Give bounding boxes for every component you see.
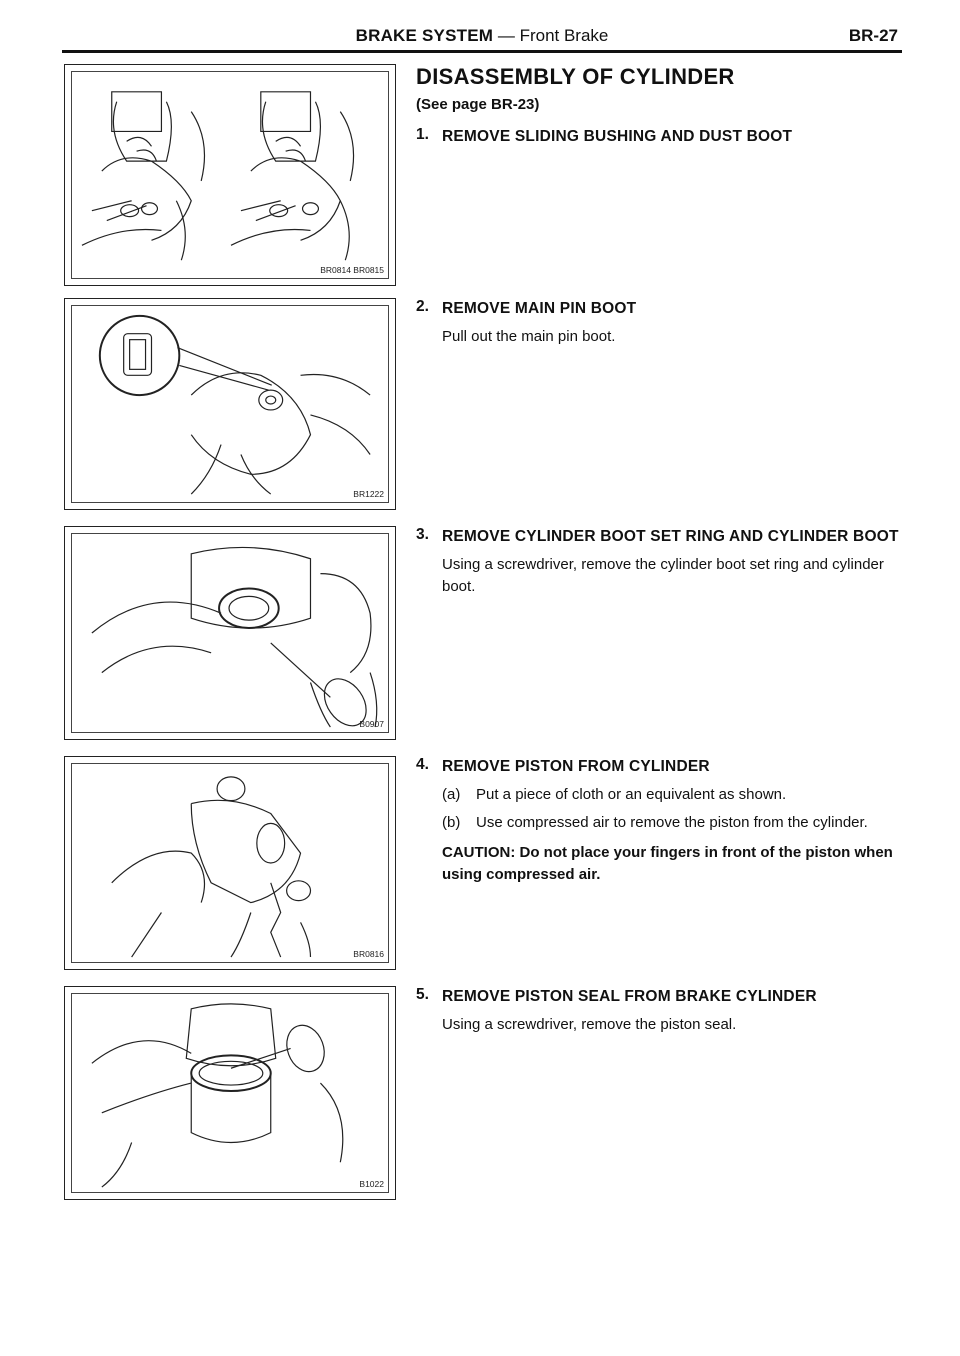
figure-remove-piston: BR0816 bbox=[64, 756, 396, 970]
step-heading: REMOVE PISTON SEAL FROM BRAKE CYLINDER bbox=[442, 988, 817, 1005]
header-rule bbox=[62, 50, 902, 53]
sub-step-b: (b) Use compressed air to remove the pis… bbox=[442, 812, 904, 834]
main-pin-illustration bbox=[98, 314, 371, 495]
figure-cylinder-boot: B0907 bbox=[64, 526, 396, 740]
step-body: Using a screwdriver, remove the piston s… bbox=[442, 1016, 737, 1033]
header-subsection: Front Brake bbox=[519, 26, 609, 45]
figure-code: BR0814 BR0815 bbox=[320, 265, 384, 275]
figure-code: B1022 bbox=[359, 1179, 384, 1189]
figure-frame: B0907 bbox=[71, 533, 389, 733]
step-heading: REMOVE CYLINDER BOOT SET RING AND CYLIND… bbox=[442, 528, 899, 545]
figure-frame: BR0814 BR0815 bbox=[71, 71, 389, 279]
caution-label: CAUTION: bbox=[442, 844, 516, 861]
step-heading: REMOVE MAIN PIN BOOT bbox=[442, 300, 637, 317]
step-4: 4. REMOVE PISTON FROM CYLINDER (a) Put a… bbox=[416, 756, 904, 886]
step-1: 1. REMOVE SLIDING BUSHING AND DUST BOOT bbox=[416, 126, 904, 148]
page-number: BR-27 bbox=[848, 26, 898, 45]
sub-step-text: Use compressed air to remove the piston … bbox=[476, 814, 868, 831]
figure-code: BR0816 bbox=[353, 949, 384, 959]
section-title: DISASSEMBLY OF CYLINDER bbox=[416, 64, 735, 89]
piston-illustration bbox=[111, 776, 312, 958]
step-number: 2. bbox=[416, 298, 429, 315]
figure-code: BR1222 bbox=[353, 489, 384, 499]
caution-text: Do not place your fingers in front of th… bbox=[442, 844, 893, 883]
step-5: 5. REMOVE PISTON SEAL FROM BRAKE CYLINDE… bbox=[416, 986, 904, 1036]
step-heading: REMOVE SLIDING BUSHING AND DUST BOOT bbox=[442, 128, 793, 145]
figure-frame: BR1222 bbox=[71, 305, 389, 503]
sub-step-text: Put a piece of cloth or an equivalent as… bbox=[476, 786, 787, 803]
figure-frame: BR0816 bbox=[71, 763, 389, 963]
piston-seal-illustration bbox=[91, 1003, 344, 1188]
header-section: BRAKE SYSTEM bbox=[355, 26, 494, 45]
step-number: 1. bbox=[416, 126, 429, 143]
step-number: 4. bbox=[416, 756, 429, 773]
header-title: BRAKE SYSTEM — Front Brake bbox=[62, 26, 902, 46]
figure-frame: B1022 bbox=[71, 993, 389, 1193]
page-reference: (See page BR-23) bbox=[416, 96, 540, 113]
sub-step-label: (a) bbox=[442, 786, 461, 803]
figure-piston-seal: B1022 bbox=[64, 986, 396, 1200]
step-body: Pull out the main pin boot. bbox=[442, 328, 616, 345]
step-2: 2. REMOVE MAIN PIN BOOT Pull out the mai… bbox=[416, 298, 904, 348]
step-number: 5. bbox=[416, 986, 429, 1003]
figure-main-pin-boot: BR1222 bbox=[64, 298, 396, 510]
caution-note: CAUTION: Do not place your fingers in fr… bbox=[442, 842, 904, 886]
figure-code: B0907 bbox=[359, 719, 384, 729]
sub-step-a: (a) Put a piece of cloth or an equivalen… bbox=[442, 784, 904, 806]
step-heading: REMOVE PISTON FROM CYLINDER bbox=[442, 758, 710, 775]
step-3: 3. REMOVE CYLINDER BOOT SET RING AND CYL… bbox=[416, 526, 904, 598]
step-number: 3. bbox=[416, 526, 429, 543]
step-body: Using a screwdriver, remove the cylinder… bbox=[442, 556, 884, 595]
page-header: BRAKE SYSTEM — Front Brake BR-27 bbox=[62, 26, 902, 53]
caliper-illustration bbox=[81, 91, 355, 261]
sub-step-label: (b) bbox=[442, 814, 461, 831]
header-dash: — bbox=[493, 26, 520, 45]
cylinder-boot-illustration bbox=[91, 546, 378, 728]
figure-sliding-bushing: BR0814 BR0815 bbox=[64, 64, 396, 286]
